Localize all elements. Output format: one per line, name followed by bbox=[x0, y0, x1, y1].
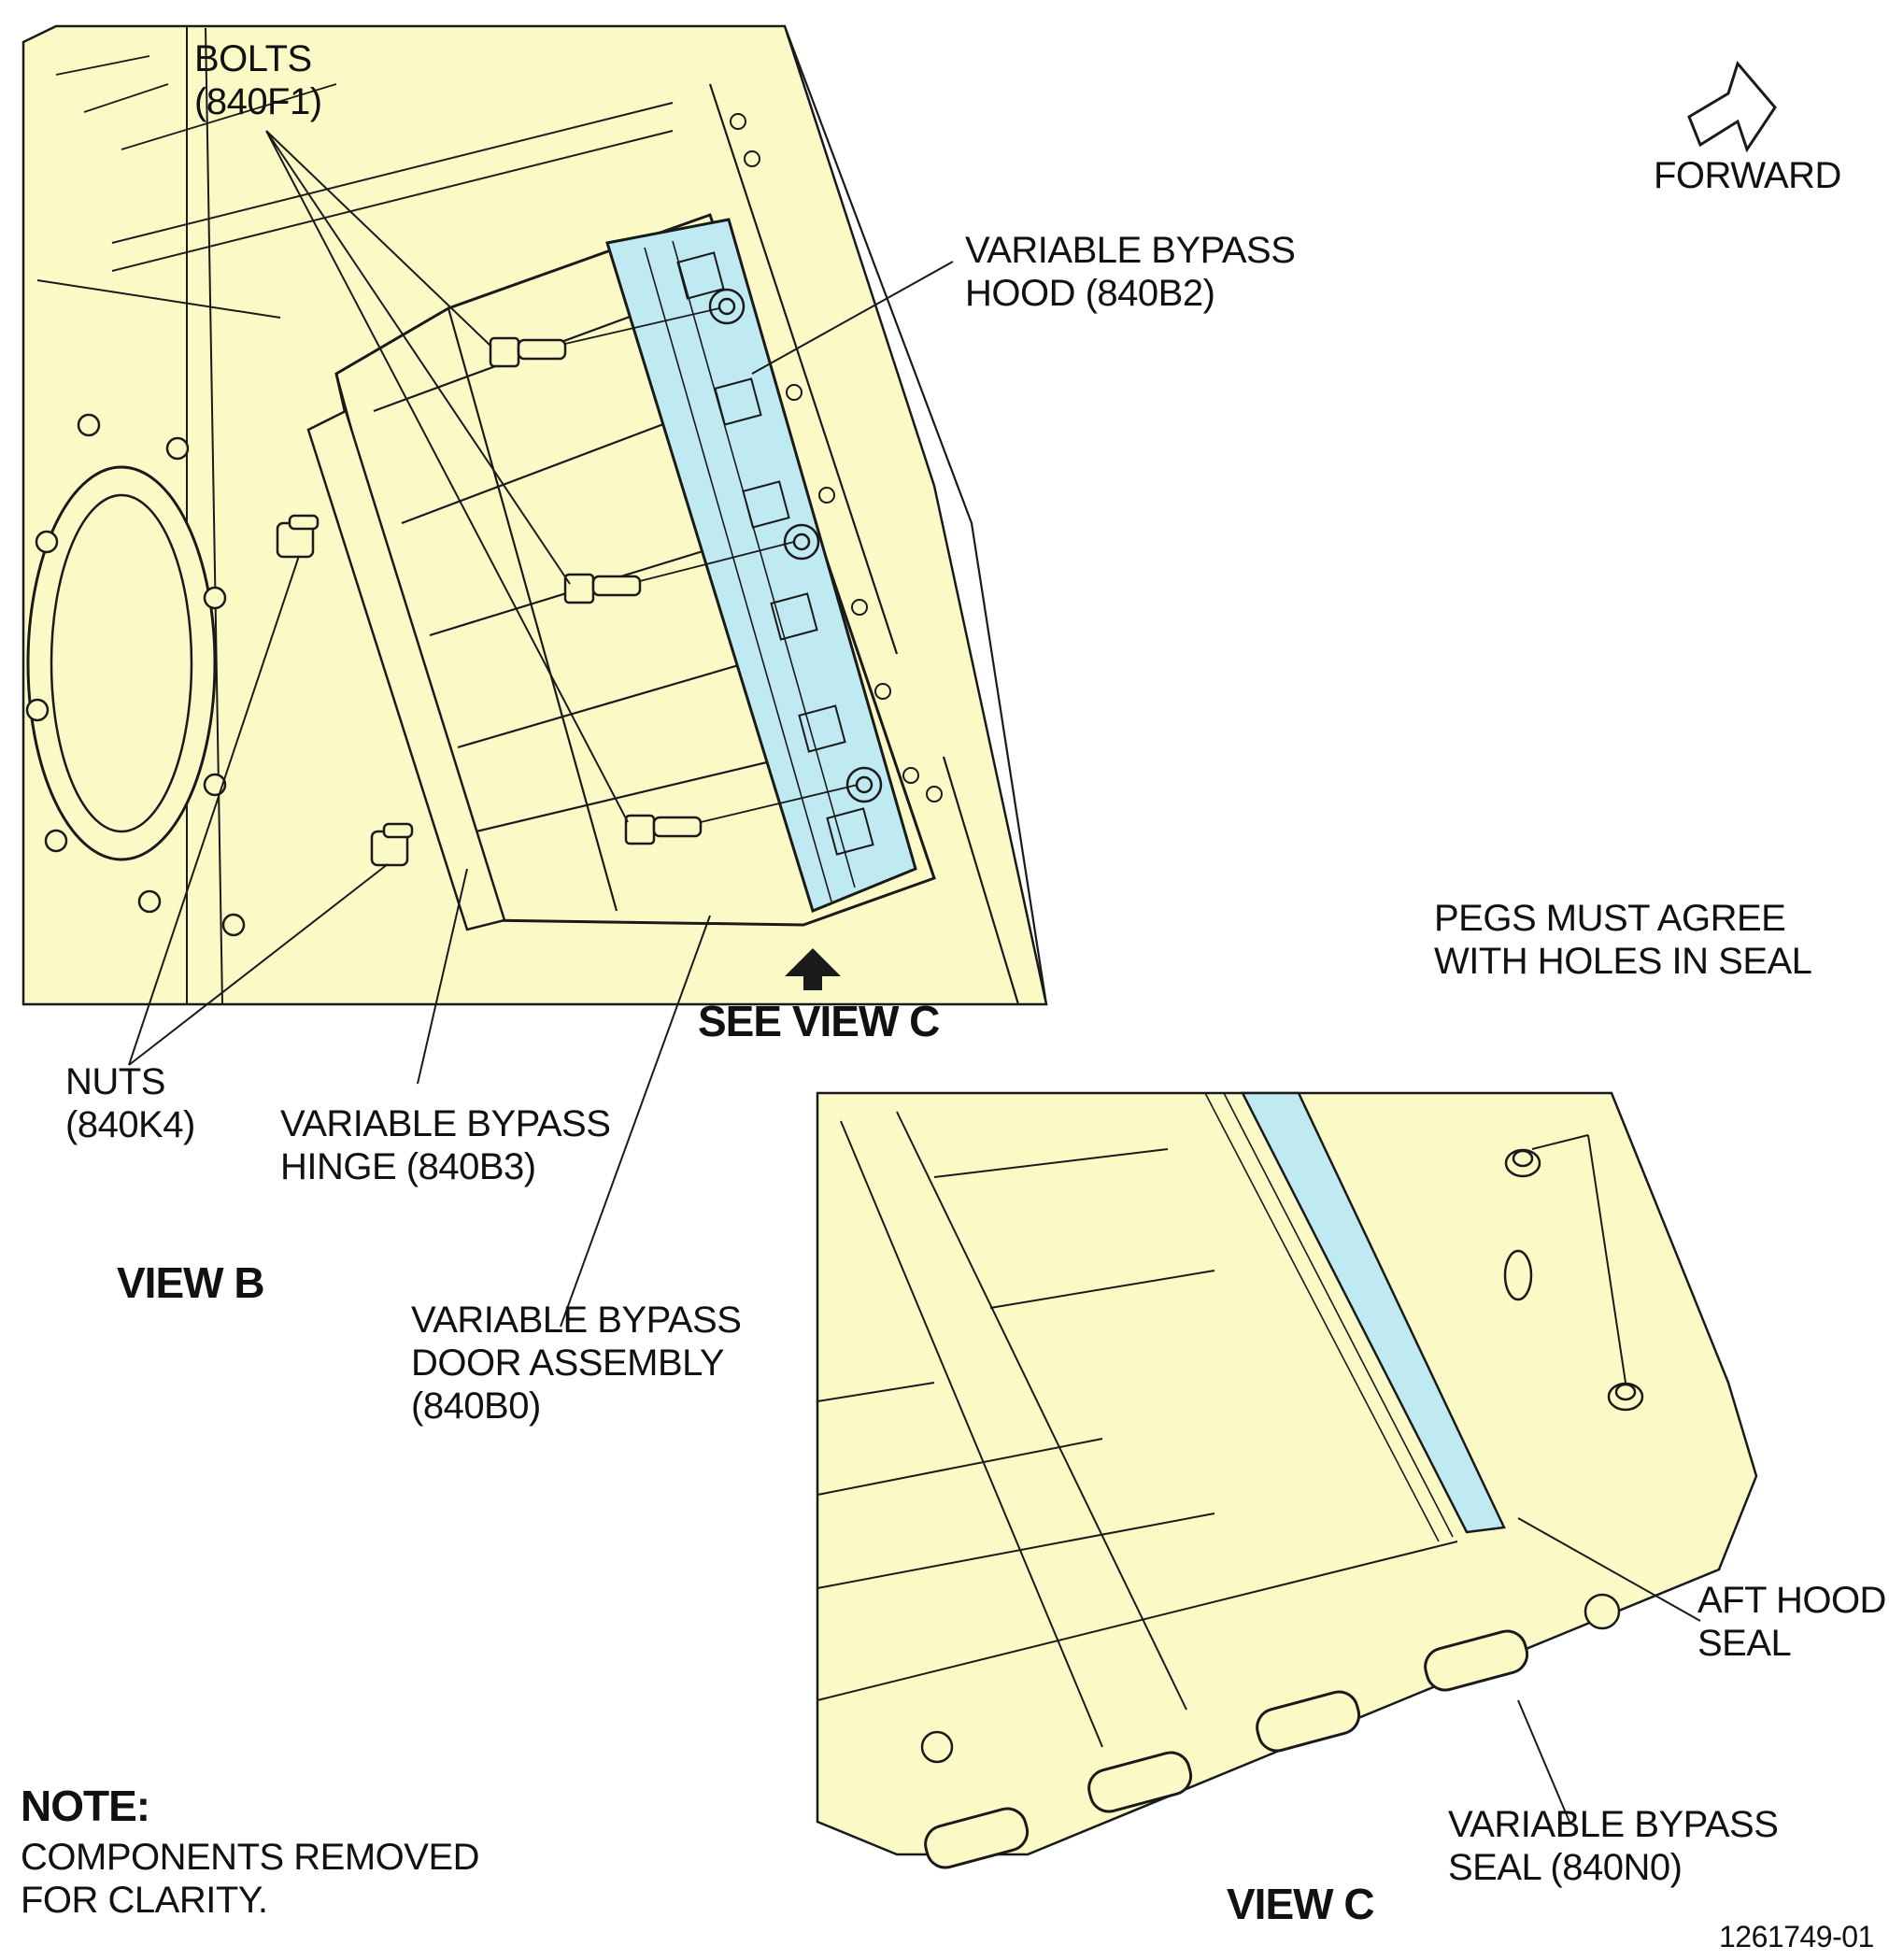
view-b-label: VIEW B bbox=[117, 1258, 265, 1307]
bolts-label-line1: BOLTS bbox=[194, 38, 312, 79]
nuts-label-line2: (840K4) bbox=[65, 1104, 195, 1145]
nuts bbox=[276, 514, 414, 867]
note-text-line2: FOR CLARITY. bbox=[21, 1880, 268, 1921]
view-c-seal-strip bbox=[1240, 1091, 1506, 1534]
hinge-label: VARIABLE BYPASS HINGE (840B3) bbox=[280, 1102, 611, 1188]
seal-label: VARIABLE BYPASS SEAL (840N0) bbox=[1448, 1803, 1779, 1889]
seal-label-line2: SEAL (840N0) bbox=[1448, 1847, 1683, 1888]
figure-id: 1261749-01 bbox=[1719, 1920, 1874, 1953]
forward-label: FORWARD bbox=[1654, 155, 1841, 196]
hood-label-line1: VARIABLE BYPASS bbox=[965, 230, 1296, 271]
hood-label-line2: HOOD (840B2) bbox=[965, 273, 1215, 314]
note-title: NOTE: bbox=[21, 1782, 150, 1830]
door-label-line1: VARIABLE BYPASS bbox=[411, 1300, 742, 1341]
view-c-label: VIEW C bbox=[1227, 1880, 1375, 1928]
hood-label: VARIABLE BYPASS HOOD (840B2) bbox=[965, 229, 1296, 315]
leader-lines bbox=[128, 130, 1701, 1823]
aft-seal-label-line1: AFT HOOD bbox=[1697, 1580, 1886, 1621]
aft-seal-label: AFT HOOD SEAL bbox=[1697, 1579, 1886, 1665]
aft-seal-label-line2: SEAL bbox=[1697, 1623, 1792, 1664]
door-label: VARIABLE BYPASS DOOR ASSEMBLY (840B0) bbox=[411, 1299, 742, 1427]
door-label-line3: (840B0) bbox=[411, 1385, 541, 1427]
seal-openings bbox=[924, 1629, 1529, 1869]
pegs-label: PEGS MUST AGREE WITH HOLES IN SEAL bbox=[1434, 897, 1812, 983]
pegs-label-line1: PEGS MUST AGREE bbox=[1434, 898, 1786, 939]
pegs bbox=[1504, 1148, 1644, 1412]
view-b-illustration bbox=[21, 24, 1048, 1006]
bolts bbox=[489, 336, 703, 845]
bolts-label-line2: (840F1) bbox=[194, 81, 322, 122]
hinge-label-line2: HINGE (840B3) bbox=[280, 1146, 536, 1187]
nuts-label-line1: NUTS bbox=[65, 1061, 165, 1102]
pegs-label-line2: WITH HOLES IN SEAL bbox=[1434, 941, 1812, 982]
forward-arrow bbox=[1687, 60, 1777, 153]
hinge-strip bbox=[306, 409, 506, 931]
bolts-label: BOLTS (840F1) bbox=[194, 37, 322, 123]
hinge-label-line1: VARIABLE BYPASS bbox=[280, 1103, 611, 1144]
nuts-label: NUTS (840K4) bbox=[65, 1060, 195, 1146]
note-text: COMPONENTS REMOVED FOR CLARITY. bbox=[21, 1836, 480, 1922]
view-c-arrow bbox=[785, 948, 841, 990]
seal-label-line1: VARIABLE BYPASS bbox=[1448, 1804, 1779, 1845]
see-view-c-label: SEE VIEW C bbox=[698, 997, 940, 1045]
door-label-line2: DOOR ASSEMBLY bbox=[411, 1342, 725, 1384]
view-c-illustration bbox=[816, 1091, 1758, 1869]
bypass-hood bbox=[605, 218, 917, 914]
note-text-line1: COMPONENTS REMOVED bbox=[21, 1837, 480, 1878]
